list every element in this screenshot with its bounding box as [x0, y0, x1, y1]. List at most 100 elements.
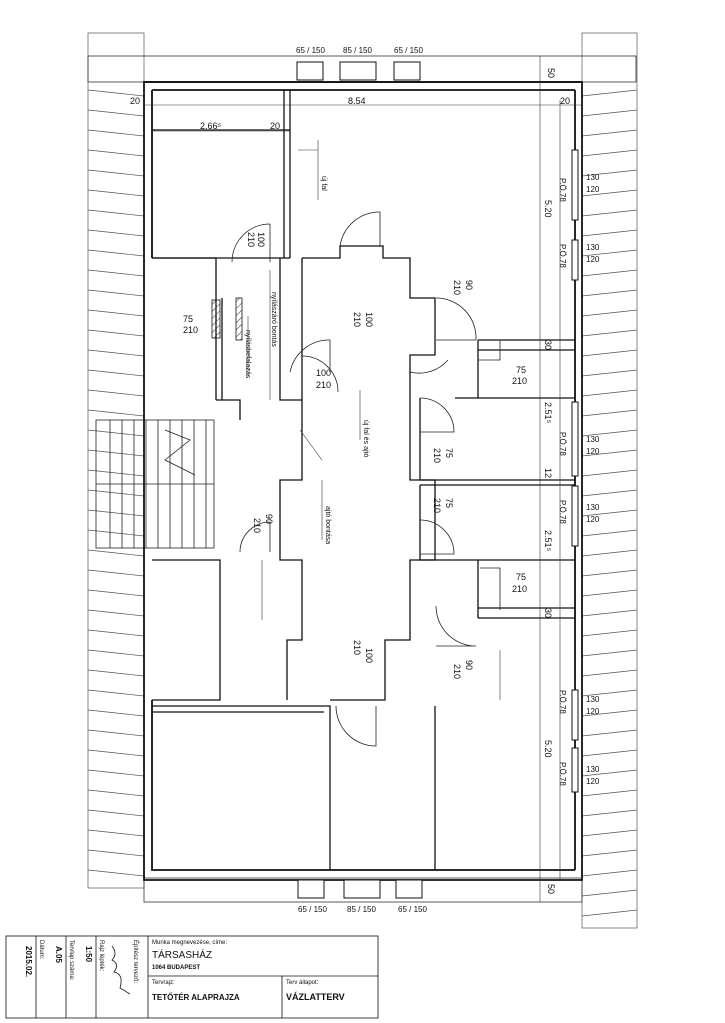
- roof-tiles-right: [581, 32, 638, 929]
- tile-line: [581, 629, 638, 637]
- tile-line: [87, 689, 145, 697]
- dim-height-520-bottom: 5.20: [543, 740, 553, 758]
- tile-line: [87, 309, 145, 317]
- tile-line: [581, 509, 638, 517]
- annotation-uj-fal: új fal: [320, 176, 327, 191]
- designer-caption: Építész tervező:: [132, 940, 139, 983]
- tile-line: [581, 689, 638, 697]
- tile-line: [87, 789, 145, 797]
- tile-line: [87, 769, 145, 777]
- tile-line: [581, 469, 638, 477]
- tile-line: [87, 269, 145, 277]
- tile-line: [87, 149, 145, 157]
- door-label: 90: [464, 660, 474, 670]
- roof-strip-bottom: [143, 877, 583, 903]
- door-label: 75: [516, 365, 526, 375]
- tile-line: [87, 489, 145, 497]
- skylight-a: 130: [586, 503, 600, 512]
- tile-line: [87, 189, 145, 197]
- dim-bottom-50: 50: [546, 884, 556, 894]
- skylight-type: P.Ö.78: [558, 244, 567, 268]
- skylight-b: 120: [586, 777, 600, 786]
- tile-line: [581, 549, 638, 557]
- dim-height-520-top: 5.20: [543, 200, 553, 218]
- window-label-bottom-3: 65 / 150: [398, 905, 427, 914]
- skylight-type: P.Ö.78: [558, 500, 567, 524]
- tile-line: [581, 589, 638, 597]
- door-label: 75: [183, 314, 193, 324]
- date-caption: Dátum:: [38, 940, 44, 960]
- door-label: 210: [352, 312, 362, 327]
- bottom-windows: [297, 879, 423, 899]
- tile-line: [87, 629, 145, 637]
- door-label: 210: [252, 518, 262, 533]
- tile-line: [581, 449, 638, 457]
- tile-line: [87, 369, 145, 377]
- tile-line: [581, 369, 638, 377]
- skylight-b: 120: [586, 515, 600, 524]
- tile-line: [87, 389, 145, 397]
- tile-line: [581, 529, 638, 537]
- tile-line: [581, 649, 638, 657]
- tile-line: [87, 329, 145, 337]
- tile-line: [581, 409, 638, 417]
- tile-line: [581, 609, 638, 617]
- door-label: 210: [183, 325, 198, 335]
- skylight-b: 120: [586, 185, 600, 194]
- tile-line: [581, 309, 638, 317]
- dim-wall-right: 20: [560, 96, 570, 106]
- tile-line: [87, 729, 145, 737]
- door-label: 75: [444, 448, 454, 458]
- tile-line: [581, 669, 638, 677]
- tile-line: [581, 349, 638, 357]
- tile-line: [87, 669, 145, 677]
- tile-line: [87, 109, 145, 117]
- door-label: 90: [264, 514, 274, 524]
- sheet-number: A.05: [54, 946, 63, 963]
- tile-line: [581, 849, 638, 857]
- skylight-b: 120: [586, 255, 600, 264]
- door-swings: [231, 211, 501, 747]
- tile-line: [87, 709, 145, 717]
- door-label: 100: [364, 312, 374, 327]
- door-label: 210: [246, 232, 256, 247]
- blocked-openings: [211, 297, 243, 341]
- tile-line: [581, 189, 638, 197]
- skylight-a: 130: [586, 435, 600, 444]
- tile-line: [87, 209, 145, 217]
- tile-line: [581, 289, 638, 297]
- tile-line: [87, 869, 145, 877]
- door-label: 90: [464, 280, 474, 290]
- tile-line: [87, 169, 145, 177]
- top-windows: [296, 61, 421, 81]
- tile-line: [87, 569, 145, 577]
- sheet-caption: Tervlap száma:: [68, 940, 74, 981]
- annotation-uj-fal-es-ajto: új fal és ajtó: [362, 420, 369, 457]
- dim-wall-left: 20: [130, 96, 140, 106]
- tile-line: [581, 809, 638, 817]
- designer-signature: [111, 945, 131, 995]
- skylight-type: P.Ö.78: [558, 432, 567, 456]
- tile-line: [87, 289, 145, 297]
- door-label: 210: [452, 664, 462, 679]
- tile-line: [581, 569, 638, 577]
- window-label-top-1: 65 / 150: [296, 46, 325, 55]
- tile-line: [581, 169, 638, 177]
- tile-line: [581, 709, 638, 717]
- door-label: 210: [512, 376, 527, 386]
- tile-line: [581, 229, 638, 237]
- tile-line: [87, 849, 145, 857]
- door-label: 210: [432, 498, 442, 513]
- dim-span-266: 2.66⁵: [200, 121, 222, 131]
- outer-walls: [143, 81, 583, 881]
- stairs: [95, 419, 215, 549]
- tile-line: [581, 89, 638, 97]
- tile-line: [87, 409, 145, 417]
- tile-line: [87, 649, 145, 657]
- skylight-b: 120: [586, 447, 600, 456]
- tile-line: [581, 329, 638, 337]
- skylight-a: 130: [586, 173, 600, 182]
- door-label: 210: [512, 584, 527, 594]
- tile-line: [87, 249, 145, 257]
- tile-line: [87, 589, 145, 597]
